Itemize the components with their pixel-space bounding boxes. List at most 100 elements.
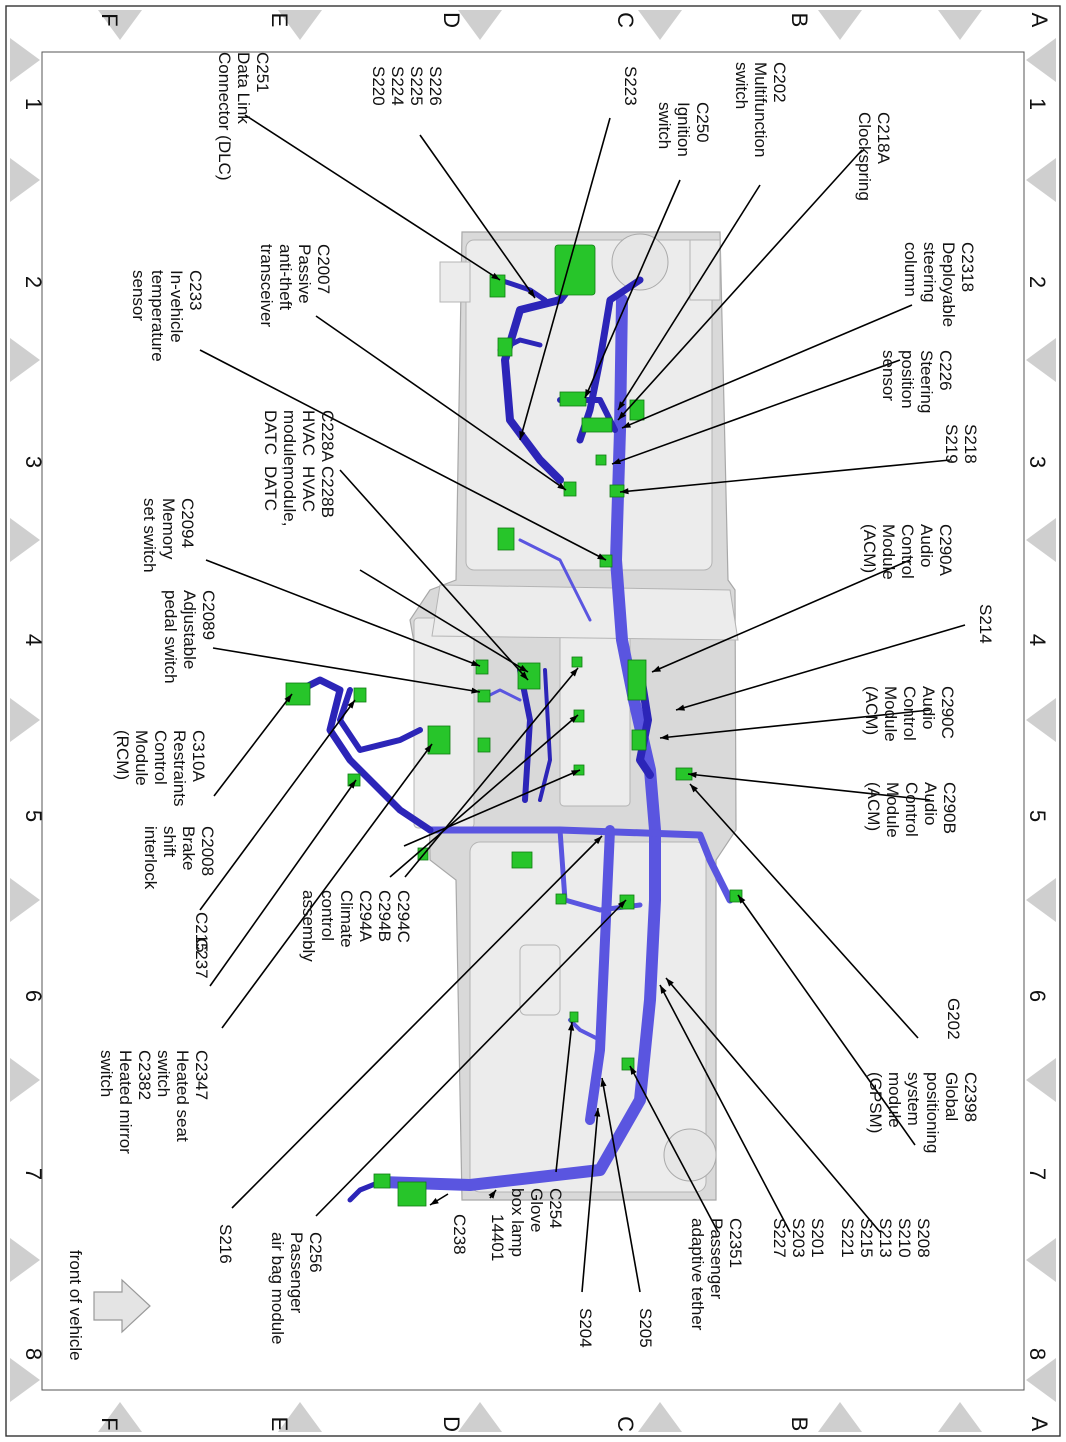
edge-triangle [1026,1358,1056,1402]
callout-line: S215 [857,1218,876,1258]
grid-col-label: 8 [1025,1348,1050,1360]
grid-col-label: 2 [21,276,46,288]
leader-line [315,315,567,491]
callout-line: C2318 [958,242,977,292]
grid-row-label: E [267,13,292,28]
edge-triangle [10,338,40,382]
callout-line: Adjustable [180,590,199,669]
callout-line: C215 [192,912,211,953]
grid-row-label: A [1027,1417,1052,1432]
callout-line: Control [902,782,921,837]
leader-arrow-icon [520,671,528,680]
callout-line: (GPSM) [866,1072,885,1133]
callout-line: C294C [394,890,413,943]
callout-label: 14401 [488,1214,507,1261]
leader-line [619,459,951,493]
leader-line [212,647,481,693]
callout-line: Audio [917,524,936,567]
callout-line: S203 [789,1218,808,1258]
edge-triangle [1026,1238,1056,1282]
callout-line: switch [655,102,674,149]
callout-line: S214 [976,604,995,644]
leader-arrow-icon [585,389,592,398]
callout-line: C254 [546,1188,565,1229]
leader-line [199,699,356,911]
callout-line: Deployable [939,242,958,327]
callout-line: C2382 [135,1050,154,1100]
callout-line: S218 [961,424,980,464]
grid-row-label: F [97,1417,122,1430]
callout-line: Brake [179,826,198,870]
leader-arrow-icon [569,715,578,723]
grid-col-label: 6 [1025,990,1050,1002]
callout-line: DATC [261,466,280,511]
edge-triangle [10,1238,40,1282]
callout-line: (RCM) [113,730,132,780]
callout-line: G202 [944,998,963,1040]
leader-line [651,559,911,673]
edge-triangle [458,10,502,40]
callout-label: S205 [636,1308,655,1348]
callout-label: C238 [450,1214,469,1255]
leader-arrow-icon [471,687,480,694]
callout-line: Heated mirror [116,1050,135,1154]
callout-line: Control [151,730,170,785]
grid-row-label: B [787,13,812,28]
leader-line [389,714,579,878]
leader-arrow-icon [618,411,626,420]
grid-col-label: 7 [1025,1168,1050,1180]
leader-line [231,835,603,1209]
edge-triangle [638,10,682,40]
grid-col-label: 7 [21,1168,46,1180]
callout-line: control [318,890,337,941]
grid-row-label: F [97,13,122,26]
callout-line: pedal switch [161,590,180,684]
leader-arrow-icon [594,1108,601,1117]
callout-line: air bag module [268,1232,287,1344]
grid-col-label: 8 [21,1348,46,1360]
grid-row-label: C [613,1416,638,1432]
edge-triangle [1026,878,1056,922]
leader-line [617,149,863,421]
leader-line [403,769,581,847]
leader-arrow-icon [430,1197,439,1205]
leader-arrow-icon [471,660,480,666]
callout-line: switch [154,1050,173,1097]
grid-col-label: 5 [1025,810,1050,822]
callout-line: S201 [808,1218,827,1258]
callout-line: module, [280,410,299,470]
leader-arrow-icon [527,289,535,298]
callout-line: Heated seat [173,1050,192,1142]
callout-line: S208 [914,1218,933,1258]
callout-line: Passenger [287,1232,306,1314]
edge-triangle [10,518,40,562]
callout-line: C2089 [199,590,218,640]
callout-line: Connector (DLC) [215,52,234,181]
edge-triangle [1026,38,1056,82]
callout-line: positioning [923,1072,942,1153]
callout-line: Module [879,524,898,580]
callout-line: module [885,1072,904,1128]
connectors [285,244,743,1207]
callout-line: Multifunction [751,62,770,157]
callout-line: C251 [253,52,272,93]
edge-triangle [938,1402,982,1432]
callout-line: C250 [693,102,712,143]
callout-line: system [904,1072,923,1126]
leader-arrow-icon [738,895,746,904]
callout-label: S216 [216,1224,235,1264]
callout-line: Climate [337,890,356,948]
leader-line [199,349,607,561]
leader-arrow-icon [570,668,578,677]
edge-triangle [818,1402,862,1432]
grid-col-label: 2 [1025,276,1050,288]
leader-arrow-icon [347,700,355,709]
callout-line: sensor [879,350,898,401]
